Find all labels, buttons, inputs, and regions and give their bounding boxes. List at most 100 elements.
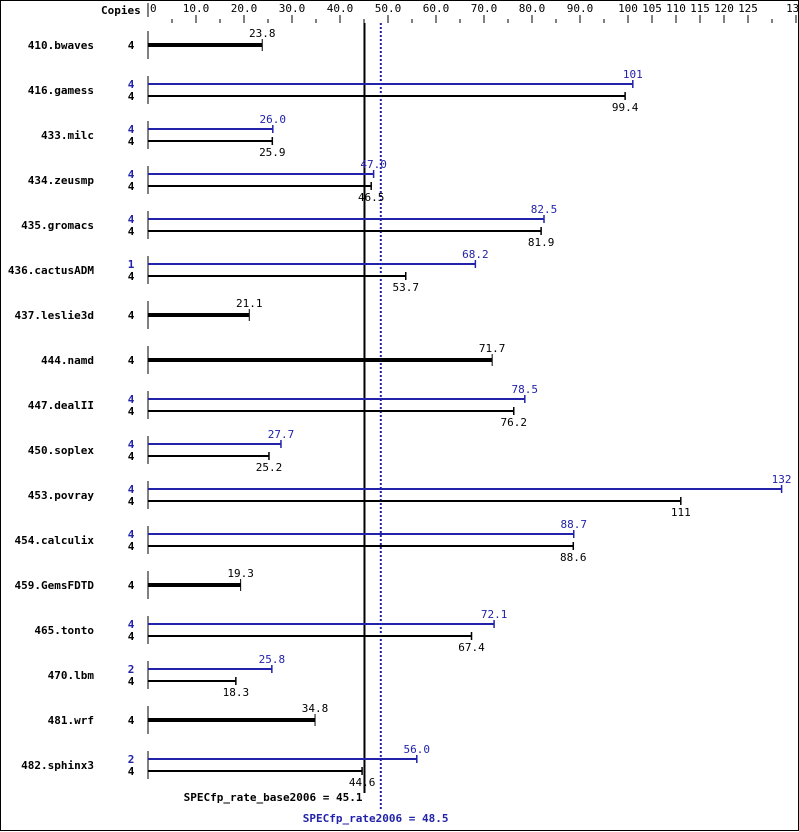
base-bar: [148, 680, 236, 682]
base-bar: [148, 140, 273, 142]
base-bar: [148, 275, 406, 277]
peak-bar: [148, 668, 272, 670]
base-copies: 4: [128, 354, 135, 367]
x-tick-label: 0: [150, 2, 157, 15]
x-tick-label: 20.0: [231, 2, 258, 15]
peak-copies: 2: [128, 753, 135, 766]
peak-copies: 4: [128, 528, 135, 541]
base-copies: 4: [128, 309, 135, 322]
peak-value-label: 25.8: [259, 653, 286, 666]
benchmark-name: 444.namd: [41, 354, 94, 367]
base-value-label: 111: [671, 506, 691, 519]
base-copies: 4: [128, 405, 135, 418]
base-value-label: 19.3: [227, 567, 254, 580]
base-copies: 4: [128, 39, 135, 52]
base-value-label: 21.1: [236, 297, 263, 310]
base-value-label: 18.3: [223, 686, 250, 699]
base-value-label: 25.2: [256, 461, 283, 474]
benchmark-name: 450.soplex: [28, 444, 95, 457]
peak-copies: 4: [128, 438, 135, 451]
peak-copies: 4: [128, 393, 135, 406]
x-tick-label: 135: [786, 2, 799, 15]
x-tick-label: 10.0: [183, 2, 210, 15]
base-copies: 4: [128, 675, 135, 688]
peak-value-label: 68.2: [462, 248, 489, 261]
peak-bar: [148, 128, 273, 130]
x-tick-label: 105: [642, 2, 662, 15]
base-value-label: 25.9: [259, 146, 286, 159]
base-bar: [148, 313, 250, 317]
base-copies: 4: [128, 90, 135, 103]
base-value-label: 67.4: [458, 641, 485, 654]
benchmark-name: 433.milc: [41, 129, 94, 142]
peak-bar: [148, 443, 281, 445]
x-tick-label: 100: [618, 2, 638, 15]
peak-copies: 4: [128, 123, 135, 136]
base-value-label: 23.8: [249, 27, 276, 40]
peak-bar: [148, 218, 544, 220]
benchmark-name: 465.tonto: [34, 624, 94, 637]
base-value-label: 76.2: [501, 416, 528, 429]
benchmark-name: 436.cactusADM: [8, 264, 94, 277]
base-bar: [148, 635, 472, 637]
benchmark-name: 470.lbm: [48, 669, 95, 682]
base-value-label: 46.5: [358, 191, 385, 204]
peak-value-label: 56.0: [404, 743, 431, 756]
base-value-label: 81.9: [528, 236, 555, 249]
base-bar: [148, 583, 241, 587]
base-bar: [148, 545, 574, 547]
x-tick-label: 120: [714, 2, 734, 15]
peak-copies: 4: [128, 618, 135, 631]
base-copies: 4: [128, 714, 135, 727]
peak-copies: 2: [128, 663, 135, 676]
peak-copies: 4: [128, 483, 135, 496]
x-tick-label: 60.0: [423, 2, 450, 15]
base-bar: [148, 718, 316, 722]
base-copies: 4: [128, 630, 135, 643]
benchmark-name: 435.gromacs: [21, 219, 94, 232]
benchmark-name: 447.dealII: [28, 399, 94, 412]
base-summary-label: SPECfp_rate_base2006 = 45.1: [184, 791, 363, 804]
benchmark-name: 481.wrf: [48, 714, 94, 727]
base-bar: [148, 43, 263, 47]
base-bar: [148, 455, 269, 457]
benchmark-name: 434.zeusmp: [28, 174, 95, 187]
x-tick-label: 110: [666, 2, 686, 15]
base-bar: [148, 230, 542, 232]
benchmark-name: 437.leslie3d: [15, 309, 94, 322]
benchmark-name: 453.povray: [28, 489, 95, 502]
base-copies: 4: [128, 495, 135, 508]
base-value-label: 34.8: [302, 702, 329, 715]
peak-value-label: 47.0: [360, 158, 387, 171]
peak-value-label: 78.5: [512, 383, 539, 396]
peak-copies: 4: [128, 213, 135, 226]
peak-value-label: 101: [623, 68, 643, 81]
x-tick-label: 30.0: [279, 2, 306, 15]
peak-bar: [148, 83, 633, 85]
base-copies: 4: [128, 180, 135, 193]
base-copies: 4: [128, 765, 135, 778]
peak-bar: [148, 263, 476, 265]
base-copies: 4: [128, 450, 135, 463]
peak-value-label: 132: [772, 473, 792, 486]
x-tick-label: 40.0: [327, 2, 354, 15]
peak-value-label: 72.1: [481, 608, 508, 621]
peak-bar: [148, 173, 374, 175]
base-value-label: 71.7: [479, 342, 506, 355]
peak-value-label: 26.0: [260, 113, 287, 126]
peak-bar: [148, 533, 574, 535]
benchmark-name: 416.gamess: [28, 84, 94, 97]
peak-copies: 1: [128, 258, 135, 271]
peak-copies: 4: [128, 168, 135, 181]
benchmark-name: 454.calculix: [15, 534, 95, 547]
benchmark-name: 459.GemsFDTD: [15, 579, 95, 592]
x-tick-label: 70.0: [471, 2, 498, 15]
base-value-label: 88.6: [560, 551, 587, 564]
base-bar: [148, 95, 626, 97]
x-tick-label: 125: [738, 2, 758, 15]
base-value-label: 44.6: [349, 776, 376, 789]
copies-header: Copies: [101, 4, 141, 17]
base-copies: 4: [128, 540, 135, 553]
